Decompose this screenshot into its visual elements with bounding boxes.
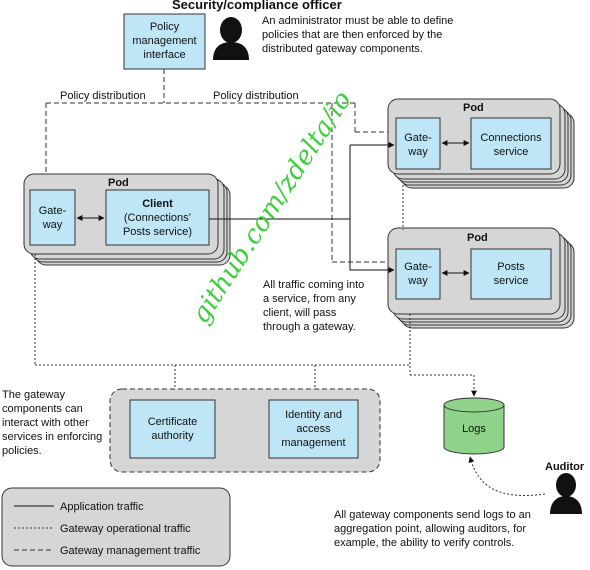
svg-text:access: access bbox=[296, 423, 331, 435]
auditor-desc-1: All gateway components send logs to an bbox=[334, 509, 531, 521]
posts-pod-label: Pod bbox=[467, 232, 488, 244]
application-traffic-lines bbox=[209, 142, 395, 273]
logs-store: Logs bbox=[443, 397, 505, 455]
svg-text:Certificate: Certificate bbox=[148, 416, 198, 428]
auditor-desc-3: example, the ability to verify controls. bbox=[334, 537, 514, 549]
gateway-note-2: components can bbox=[2, 403, 83, 415]
svg-text:way: way bbox=[42, 219, 63, 231]
officer-title: Security/compliance officer bbox=[172, 0, 342, 12]
policy-distribution-right: Policy distribution bbox=[213, 90, 299, 102]
certificate-authority bbox=[129, 399, 216, 459]
auditor-desc-2: aggregation point, allowing auditors, fo… bbox=[334, 523, 526, 535]
traffic-note-2: a service, from any bbox=[263, 293, 356, 305]
legend-operational: Gateway operational traffic bbox=[60, 523, 191, 535]
svg-text:(Connections’: (Connections’ bbox=[124, 212, 191, 224]
svg-text:Policy: Policy bbox=[150, 21, 180, 33]
gateway-note-3: interact with other bbox=[2, 417, 89, 429]
svg-text:management: management bbox=[281, 437, 345, 449]
svg-text:Client: Client bbox=[142, 198, 173, 210]
client-pod-label: Pod bbox=[108, 177, 129, 189]
client-service bbox=[105, 189, 210, 246]
traffic-note-3: client, will pass bbox=[263, 307, 337, 319]
svg-text:Identity and: Identity and bbox=[285, 409, 342, 421]
shared-services-group: Certificate authority Identity and acces… bbox=[109, 388, 381, 473]
svg-text:Posts: Posts bbox=[497, 261, 525, 273]
gateway-note-5: policies. bbox=[2, 445, 42, 457]
logs-label: Logs bbox=[462, 423, 486, 435]
svg-text:Posts service): Posts service) bbox=[123, 226, 192, 238]
svg-text:way: way bbox=[407, 275, 428, 287]
svg-text:Gate-: Gate- bbox=[39, 205, 67, 217]
svg-text:management: management bbox=[132, 35, 196, 47]
identity-access-management bbox=[268, 399, 359, 459]
gateway-note-1: The gateway bbox=[2, 389, 65, 401]
client-gateway bbox=[29, 189, 76, 246]
person-icon bbox=[550, 473, 582, 514]
person-icon bbox=[213, 17, 249, 60]
connections-pod: Pod Gate- way Connections service bbox=[387, 98, 575, 189]
svg-text:service: service bbox=[494, 146, 529, 158]
svg-text:Gate-: Gate- bbox=[404, 261, 432, 273]
auditor-title: Auditor bbox=[545, 461, 585, 473]
audit-arrow bbox=[468, 456, 546, 496]
svg-text:Gate-: Gate- bbox=[404, 132, 432, 144]
legend-application: Application traffic bbox=[60, 501, 144, 513]
connections-gateway bbox=[395, 117, 441, 170]
traffic-note-1: All traffic coming into bbox=[263, 279, 364, 291]
traffic-note-4: through a gateway. bbox=[263, 321, 356, 333]
legend-management: Gateway management traffic bbox=[60, 545, 201, 557]
operational-traffic-lines bbox=[34, 185, 477, 399]
posts-gateway bbox=[395, 248, 441, 300]
officer-desc-3: distributed gateway components. bbox=[262, 43, 423, 55]
svg-text:authority: authority bbox=[151, 430, 194, 442]
policy-distribution-lines bbox=[43, 69, 395, 265]
svg-text:service: service bbox=[494, 275, 529, 287]
policy-distribution-left: Policy distribution bbox=[60, 90, 146, 102]
officer-desc-2: policies that are then enforced by the bbox=[262, 29, 442, 41]
svg-text:interface: interface bbox=[143, 49, 185, 61]
connections-service bbox=[470, 117, 552, 170]
svg-text:Connections: Connections bbox=[480, 132, 542, 144]
connections-pod-label: Pod bbox=[463, 102, 484, 114]
legend: Application traffic Gateway operational … bbox=[1, 487, 231, 567]
policy-management-interface: Policy management interface bbox=[123, 13, 206, 70]
officer-desc-1: An administrator must be able to define bbox=[262, 15, 453, 27]
client-pod: Pod Gate- way Client (Connections’ Posts… bbox=[23, 173, 231, 266]
gateway-note-4: services in enforcing bbox=[2, 431, 102, 443]
svg-text:way: way bbox=[407, 146, 428, 158]
posts-service bbox=[470, 248, 552, 300]
posts-pod: Pod Gate- way Posts service bbox=[387, 227, 575, 329]
